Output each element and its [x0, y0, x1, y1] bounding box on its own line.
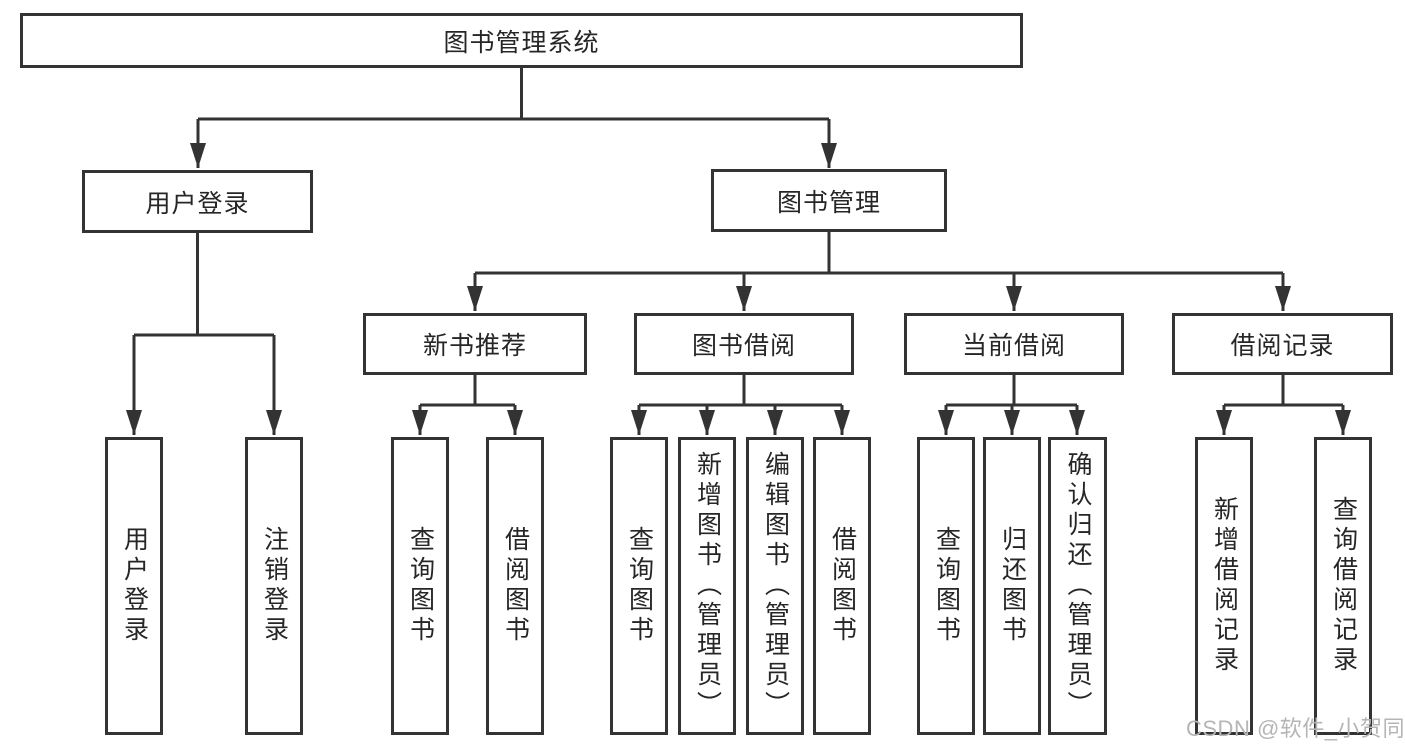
leaf-edit-book-admin: 编辑图书（管理员） [746, 437, 804, 735]
node-label: 新书推荐 [422, 332, 527, 360]
leaf-user-login: 用户登录 [105, 437, 163, 735]
leaf-query-books-recommend: 查询图书 [391, 437, 449, 735]
leaf-label: 新增图书（管理员） [693, 451, 722, 721]
leaf-label: 查询图书 [932, 526, 961, 646]
leaf-label: 用户登录 [120, 526, 149, 646]
leaf-query-borrow-record: 查询借阅记录 [1314, 437, 1372, 735]
leaf-query-books-borrowing: 查询图书 [610, 437, 668, 735]
leaf-label: 查询图书 [625, 526, 654, 646]
node-label: 借阅记录 [1230, 332, 1335, 360]
leaf-label: 新增借阅记录 [1210, 496, 1239, 676]
watermark-text: CSDN @软件_小贺同学 [1186, 716, 1405, 741]
leaf-label: 编辑图书（管理员） [761, 451, 790, 721]
leaf-label: 查询借阅记录 [1329, 496, 1358, 676]
leaf-query-books-current: 查询图书 [917, 437, 975, 735]
node-label: 当前借阅 [961, 332, 1066, 360]
node-new-book-recommendation: 新书推荐 [363, 313, 587, 375]
leaf-label: 借阅图书 [828, 526, 857, 646]
leaf-label: 确认归还（管理员） [1064, 451, 1092, 721]
node-label: 用户登录 [145, 189, 250, 218]
leaf-logout: 注销登录 [245, 437, 303, 735]
node-user-login: 用户登录 [82, 170, 313, 233]
leaf-add-borrow-record: 新增借阅记录 [1195, 437, 1253, 735]
leaf-label: 查询图书 [406, 526, 435, 646]
leaf-label: 归还图书 [998, 526, 1027, 646]
leaf-return-books: 归还图书 [983, 437, 1041, 735]
node-current-borrowing: 当前借阅 [904, 313, 1124, 375]
node-book-borrowing: 图书借阅 [634, 313, 854, 375]
leaf-confirm-return-admin: 确认归还（管理员） [1048, 437, 1107, 735]
leaf-add-book-admin: 新增图书（管理员） [678, 437, 736, 735]
node-borrowing-records: 借阅记录 [1172, 313, 1393, 375]
node-library-management-system: 图书管理系统 [20, 13, 1023, 68]
node-label: 图书借阅 [691, 332, 796, 360]
node-label: 图书管理 [776, 188, 881, 217]
leaf-label: 注销登录 [260, 526, 289, 646]
node-label: 图书管理系统 [443, 28, 600, 57]
leaf-label: 借阅图书 [501, 526, 530, 646]
node-book-management: 图书管理 [711, 169, 947, 232]
leaf-borrow-books: 借阅图书 [813, 437, 871, 735]
leaf-borrow-books-recommend: 借阅图书 [486, 437, 544, 735]
